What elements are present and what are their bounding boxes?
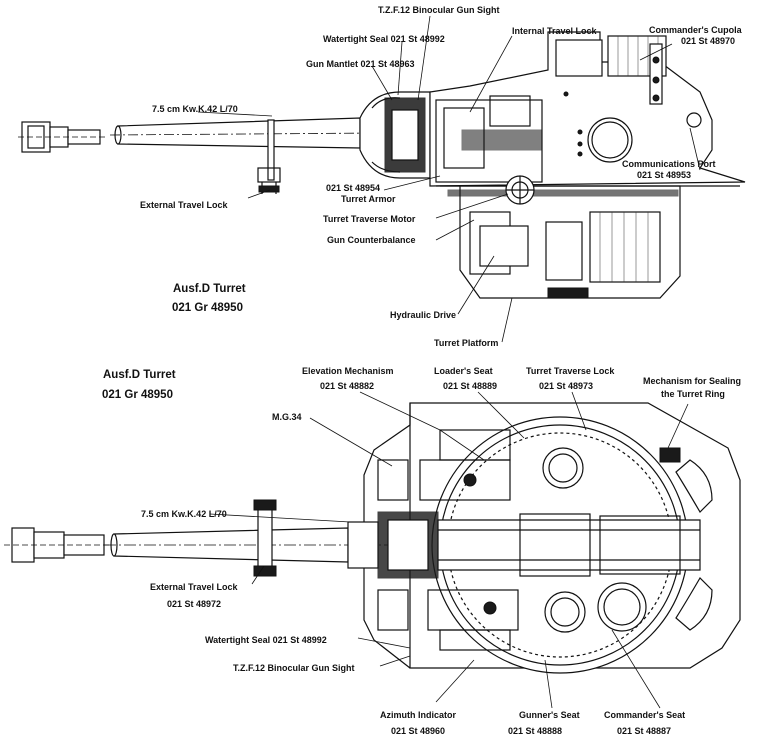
top-label-sealing-mechanism-line1: Mechanism for Sealing xyxy=(643,376,741,386)
side-external-travel-lock xyxy=(257,119,281,194)
side-gun-mantlet xyxy=(359,91,431,179)
side-label-hydraulic-drive: Hydraulic Drive xyxy=(390,310,456,320)
side-commanders-cupola xyxy=(555,35,667,105)
top-commanders-seat xyxy=(597,582,647,632)
side-label-gun-mantlet: Gun Mantlet 021 St 48963 xyxy=(306,59,415,69)
top-label-tzf-sight: T.Z.F.12 Binocular Gun Sight xyxy=(233,663,355,673)
top-gunners-seat xyxy=(544,591,586,633)
side-label-commanders-cupola-part: 021 St 48970 xyxy=(681,36,735,46)
side-label-turret-armor-part: 021 St 48954 xyxy=(326,183,380,193)
top-label-elevation-mechanism: Elevation Mechanism xyxy=(302,366,394,376)
side-view: T.Z.F.12 Binocular Gun Sight Watertight … xyxy=(18,5,746,348)
side-label-communications-port-part: 021 St 48953 xyxy=(637,170,691,180)
top-leader-lines xyxy=(209,391,689,709)
top-mantlet-breech xyxy=(347,511,701,579)
top-label-watertight-seal: Watertight Seal 021 St 48992 xyxy=(205,635,327,645)
side-label-turret-platform: Turret Platform xyxy=(434,338,498,348)
side-label-internal-travel-lock: Internal Travel Lock xyxy=(512,26,598,36)
top-label-turret-traverse-lock: Turret Traverse Lock xyxy=(526,366,615,376)
side-label-watertight-seal: Watertight Seal 021 St 48992 xyxy=(323,34,445,44)
top-label-sealing-mechanism-line2: the Turret Ring xyxy=(661,389,725,399)
side-muzzle-brake xyxy=(18,121,108,153)
side-label-turret-traverse-motor: Turret Traverse Motor xyxy=(323,214,416,224)
top-view: Ausf.D Turret 021 Gr 48950 xyxy=(4,366,741,736)
side-label-gun-counterbalance: Gun Counterbalance xyxy=(327,235,416,245)
side-label-gun-name: 7.5 cm Kw.K.42 L/70 xyxy=(152,104,238,114)
top-sealing-mechanism xyxy=(659,447,713,631)
top-label-gun-name: 7.5 cm Kw.K.42 L/70 xyxy=(141,509,227,519)
top-loaders-seat xyxy=(542,447,584,489)
side-label-commanders-cupola: Commander's Cupola xyxy=(649,25,743,35)
top-label-external-travel-lock-part: 021 St 48972 xyxy=(167,599,221,609)
side-label-communications-port: Communications Port xyxy=(622,159,716,169)
side-label-turret-armor: Turret Armor xyxy=(341,194,396,204)
top-label-azimuth-indicator-part: 021 St 48960 xyxy=(391,726,445,736)
top-title-line2: 021 Gr 48950 xyxy=(102,389,173,401)
top-muzzle-brake xyxy=(4,527,112,563)
top-label-turret-traverse-lock-part: 021 St 48973 xyxy=(539,381,593,391)
top-label-loaders-seat-part: 021 St 48889 xyxy=(443,381,497,391)
top-external-travel-lock xyxy=(253,499,277,577)
side-internal-machinery xyxy=(435,95,661,299)
side-gun-barrel xyxy=(109,117,381,149)
side-title-line1: Ausf.D Turret xyxy=(173,283,246,295)
side-communications-port xyxy=(563,91,702,163)
side-leader-lines xyxy=(197,15,701,343)
side-title-line2: 021 Gr 48950 xyxy=(172,302,243,314)
top-label-gunners-seat: Gunner's Seat xyxy=(519,710,580,720)
top-machinery xyxy=(377,429,519,651)
top-label-commanders-seat: Commander's Seat xyxy=(604,710,685,720)
top-label-external-travel-lock: External Travel Lock xyxy=(150,582,239,592)
top-label-commanders-seat-part: 021 St 48887 xyxy=(617,726,671,736)
top-label-azimuth-indicator: Azimuth Indicator xyxy=(380,710,456,720)
side-label-external-travel-lock: External Travel Lock xyxy=(140,200,229,210)
top-title-line1: Ausf.D Turret xyxy=(103,369,176,381)
top-label-elevation-mechanism-part: 021 St 48882 xyxy=(320,381,374,391)
top-label-loaders-seat: Loader's Seat xyxy=(434,366,493,376)
side-label-tzf-sight: T.Z.F.12 Binocular Gun Sight xyxy=(378,5,500,15)
top-label-gunners-seat-part: 021 St 48888 xyxy=(508,726,562,736)
top-label-mg34: M.G.34 xyxy=(272,412,302,422)
